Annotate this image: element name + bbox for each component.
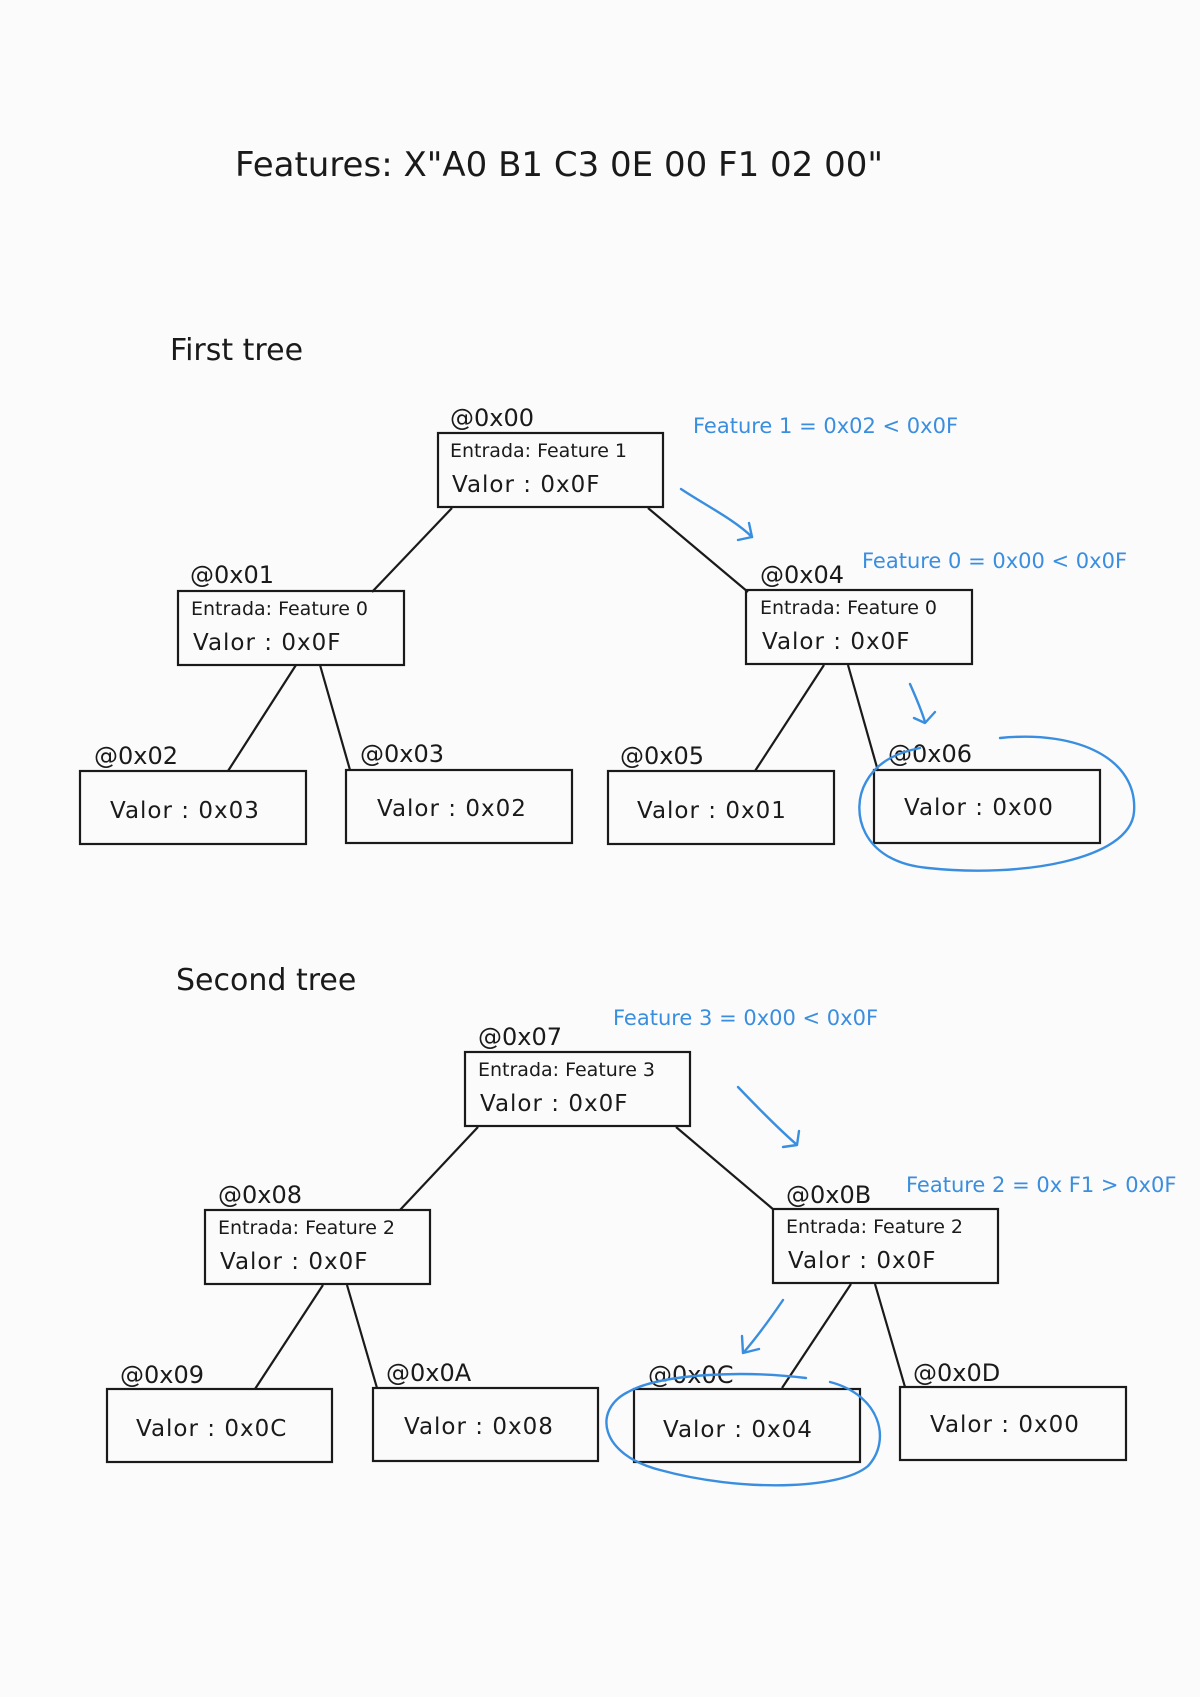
edge-0x07-0x0B	[675, 1126, 775, 1211]
node-address: @0x00	[450, 404, 534, 432]
node-valor: Valor : 0x04	[663, 1417, 813, 1443]
node-box	[632, 1387, 862, 1464]
node-valor: Valor : 0x0F	[788, 1248, 936, 1274]
node-valor: Valor : 0x00	[930, 1412, 1080, 1438]
node-valor: Valor : 0x08	[404, 1414, 554, 1440]
annotation-feature-0: Feature 0 = 0x00 < 0x0F	[862, 549, 1127, 573]
node-address: @0x09	[120, 1361, 204, 1389]
arrow-head-icon	[781, 1129, 801, 1149]
features-title: Features: X"A0 B1 C3 0E 00 F1 02 00"	[235, 145, 883, 185]
node-0x07: @0x07 Entrada: Feature 3 Valor : 0x0F	[463, 1023, 692, 1128]
node-valor: Valor : 0x00	[904, 795, 1054, 821]
leaf-0x09: @0x09 Valor : 0x0C	[105, 1361, 334, 1464]
node-valor: Valor : 0x02	[377, 796, 527, 822]
node-box	[105, 1387, 334, 1464]
node-entrada: Entrada: Feature 1	[450, 440, 627, 462]
node-address: @0x05	[620, 742, 704, 770]
edge-0x01-0x03	[318, 664, 352, 771]
node-entrada: Entrada: Feature 2	[218, 1217, 395, 1239]
node-address: @0x0D	[913, 1359, 1000, 1387]
node-entrada: Entrada: Feature 0	[760, 597, 937, 619]
edge-0x04-0x06	[846, 664, 880, 772]
edge-0x07-0x08	[399, 1126, 479, 1211]
first-tree: @0x00 Entrada: Feature 1 Valor : 0x0F @0…	[78, 404, 1136, 872]
node-box	[78, 769, 308, 846]
path-arrow-right-icon	[679, 487, 754, 539]
annotation-feature-1: Feature 1 = 0x02 < 0x0F	[693, 414, 958, 438]
edge-0x04-0x05	[754, 664, 825, 772]
edge-0x00-0x01	[371, 507, 453, 593]
node-0x00: @0x00 Entrada: Feature 1 Valor : 0x0F	[436, 404, 665, 509]
node-box	[606, 769, 836, 846]
node-address: @0x02	[94, 742, 178, 770]
edge-0x08-0x0A	[345, 1284, 379, 1389]
node-valor: Valor : 0x0C	[136, 1416, 287, 1442]
node-valor: Valor : 0x01	[637, 798, 787, 824]
leaf-0x05: @0x05 Valor : 0x01	[606, 742, 836, 846]
node-0x01: @0x01 Entrada: Feature 0 Valor : 0x0F	[176, 561, 406, 667]
second-tree-label: Second tree	[176, 963, 356, 998]
node-0x0B: @0x0B Entrada: Feature 2 Valor : 0x0F	[771, 1181, 1000, 1285]
node-box	[771, 1207, 1000, 1285]
node-address: @0x08	[218, 1181, 302, 1209]
path-arrow-right-icon	[736, 1085, 798, 1146]
node-valor: Valor : 0x0F	[193, 630, 341, 656]
node-box	[872, 768, 1102, 845]
node-valor: Valor : 0x03	[110, 798, 260, 824]
edge-0x0B-0x0C	[781, 1283, 852, 1389]
annotation-feature-2: Feature 2 = 0x F1 > 0x0F	[906, 1173, 1176, 1197]
node-box	[203, 1208, 432, 1286]
edge-0x00-0x04	[647, 507, 749, 593]
node-address: @0x0B	[786, 1181, 871, 1209]
edge-0x0B-0x0D	[873, 1283, 907, 1388]
arrow-head-icon	[736, 521, 754, 542]
second-tree: @0x07 Entrada: Feature 3 Valor : 0x0F @0…	[105, 1006, 1176, 1487]
node-valor: Valor : 0x0F	[452, 472, 600, 498]
node-address: @0x0A	[386, 1359, 472, 1387]
arrow-head-icon	[912, 710, 937, 725]
arrow-head-icon	[740, 1334, 761, 1355]
node-address: @0x03	[360, 740, 444, 768]
node-box	[176, 589, 406, 667]
leaf-0x0D: @0x0D Valor : 0x00	[898, 1359, 1128, 1462]
node-valor: Valor : 0x0F	[762, 629, 910, 655]
leaf-0x03: @0x03 Valor : 0x02	[344, 740, 574, 845]
node-box	[344, 768, 574, 845]
node-address: @0x07	[478, 1023, 562, 1051]
node-0x08: @0x08 Entrada: Feature 2 Valor : 0x0F	[203, 1181, 432, 1286]
node-box	[744, 588, 974, 666]
node-entrada: Entrada: Feature 2	[786, 1216, 963, 1238]
node-box	[436, 431, 665, 509]
node-address: @0x04	[760, 561, 844, 589]
node-entrada: Entrada: Feature 3	[478, 1059, 655, 1081]
leaf-0x02: @0x02 Valor : 0x03	[78, 742, 308, 846]
node-box	[371, 1386, 600, 1463]
leaf-0x0C: @0x0C Valor : 0x04	[632, 1361, 862, 1464]
path-arrow-left-icon	[742, 1298, 785, 1354]
first-tree-label: First tree	[170, 333, 303, 368]
selection-circle-icon	[605, 1372, 882, 1487]
node-valor: Valor : 0x0F	[480, 1091, 628, 1117]
node-address: @0x01	[190, 561, 274, 589]
selection-circle-icon	[858, 735, 1136, 872]
annotation-feature-3: Feature 3 = 0x00 < 0x0F	[613, 1006, 878, 1030]
node-entrada: Entrada: Feature 0	[191, 598, 368, 620]
edge-0x01-0x02	[227, 664, 297, 772]
path-arrow-down-icon	[908, 682, 927, 724]
leaf-0x0A: @0x0A Valor : 0x08	[371, 1359, 600, 1463]
edge-0x08-0x09	[254, 1284, 324, 1390]
leaf-0x06: @0x06 Valor : 0x00	[872, 740, 1102, 845]
node-valor: Valor : 0x0F	[220, 1249, 368, 1275]
node-box	[898, 1385, 1128, 1462]
node-box	[463, 1050, 692, 1128]
node-0x04: @0x04 Entrada: Feature 0 Valor : 0x0F	[744, 561, 974, 666]
